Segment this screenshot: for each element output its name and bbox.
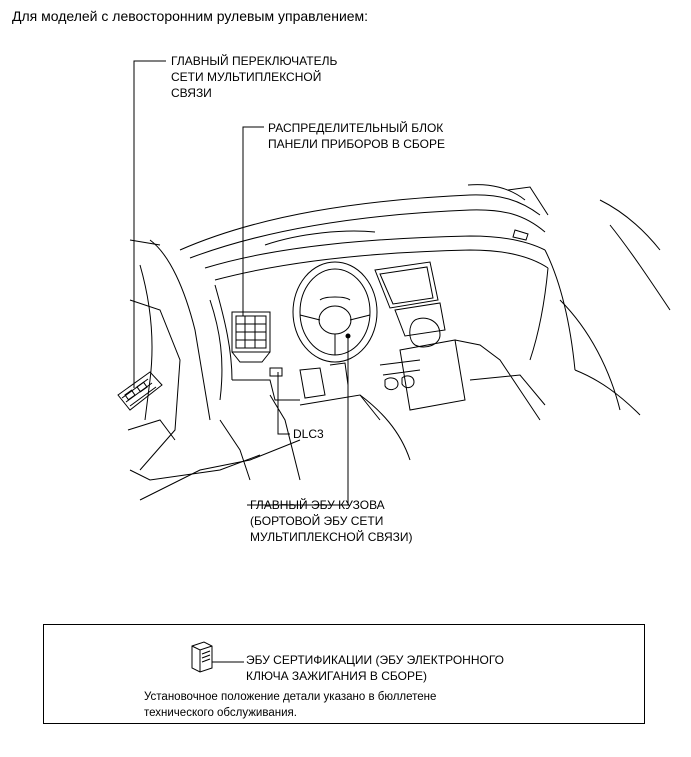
note-text: Установочное положение детали указано в … (144, 691, 437, 719)
steering-wheel (292, 261, 378, 363)
windshield-outline (179, 194, 541, 251)
dashboard-top (204, 235, 546, 269)
label-body-ecu: ГЛАВНЫЙ ЭБУ КУЗОВА (БОРТОВОЙ ЭБУ СЕТИ МУ… (250, 498, 413, 544)
dlc3-connector (269, 367, 283, 377)
junction-block-drawing (231, 311, 271, 363)
center-display (374, 261, 439, 309)
window-switch-panel (117, 371, 163, 411)
label-junction-block: РАСПРЕДЕЛИТЕЛЬНЫЙ БЛОК ПАНЕЛИ ПРИБОРОВ В… (268, 121, 445, 151)
certification-ecu-icon (191, 641, 244, 673)
leader-junction-block (242, 126, 264, 316)
left-door (149, 239, 211, 421)
note-box: ЭБУ СЕРТИФИКАЦИИ (ЭБУ ЭЛЕКТРОННОГО КЛЮЧА… (43, 624, 645, 724)
label-certification-ecu: ЭБУ СЕРТИФИКАЦИИ (ЭБУ ЭЛЕКТРОННОГО КЛЮЧА… (246, 653, 504, 683)
label-main-switch: ГЛАВНЫЙ ПЕРЕКЛЮЧАТЕЛЬ СЕТИ МУЛЬТИПЛЕКСНО… (171, 54, 338, 100)
page-caption: Для моделей с левосторонним рулевым упра… (12, 8, 369, 24)
leader-main-switch (133, 60, 166, 388)
label-dlc3: DLC3 (293, 427, 324, 441)
leader-dlc3 (277, 372, 290, 435)
leader-body-ecu (247, 336, 349, 506)
